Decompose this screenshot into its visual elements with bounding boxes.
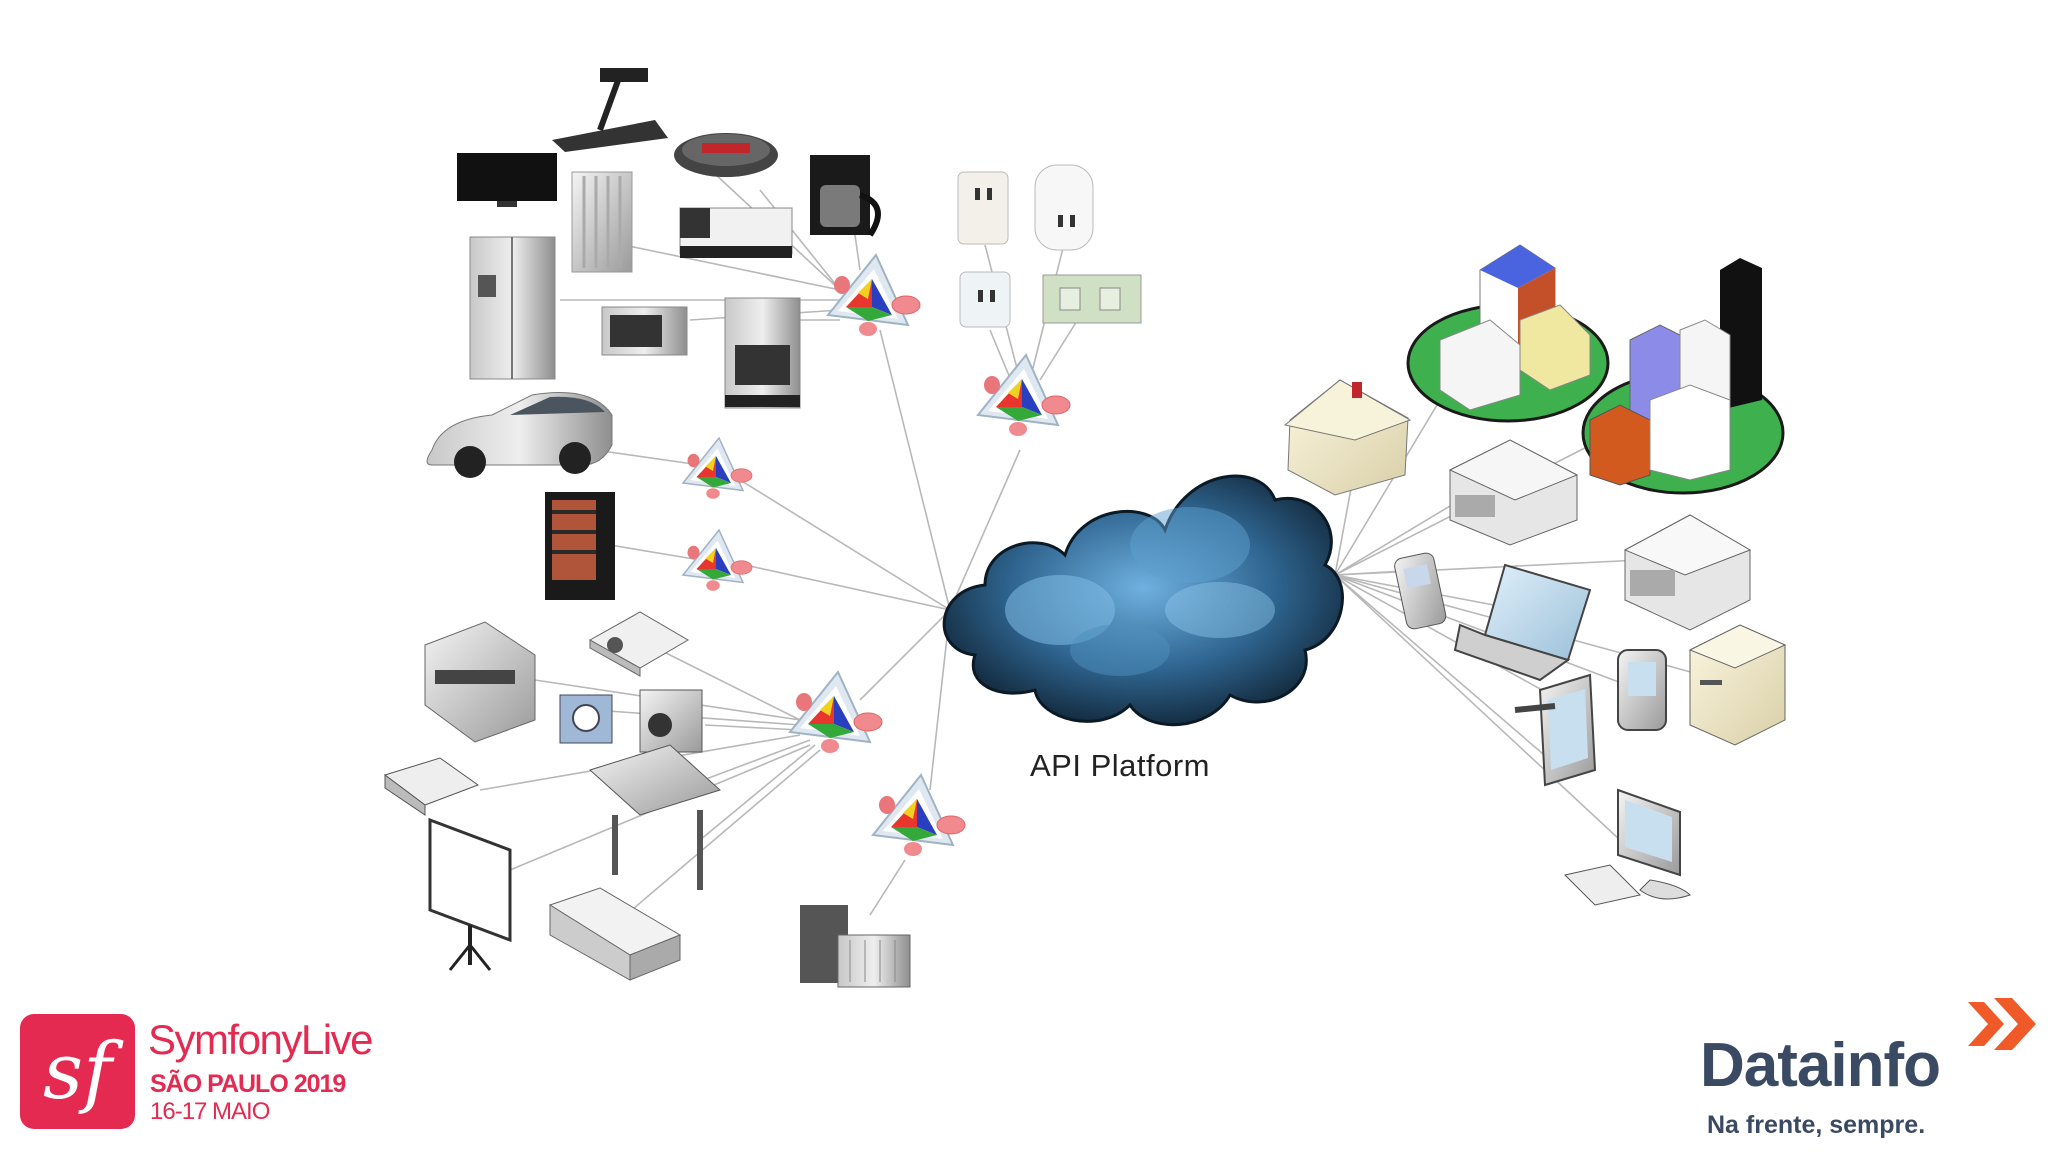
projection-screen-icon bbox=[428, 817, 512, 971]
plotter-icon bbox=[589, 744, 721, 890]
scanner-icon bbox=[383, 757, 480, 816]
refrigerator-icon bbox=[469, 236, 556, 380]
symfony-logo: sf bbox=[20, 1014, 135, 1129]
projector-icon bbox=[588, 611, 689, 677]
microwave-icon bbox=[601, 306, 688, 356]
laptop-icon bbox=[1453, 563, 1592, 682]
gateway-prism-icon bbox=[682, 529, 753, 592]
city-icon bbox=[1406, 244, 1610, 423]
gateway-prism-icon bbox=[827, 254, 921, 337]
car-icon bbox=[426, 392, 613, 478]
symfony-logo-mark: sf bbox=[43, 1026, 112, 1117]
treadmill-icon bbox=[552, 68, 668, 152]
cloud-node bbox=[942, 474, 1344, 727]
coffee-maker-icon bbox=[810, 155, 881, 237]
laser-printer-icon bbox=[424, 621, 536, 743]
company-brand: Datainfo bbox=[1700, 1031, 1941, 1100]
stove-icon bbox=[724, 297, 801, 409]
radiator-icon bbox=[571, 171, 633, 273]
mobile-phone-icon bbox=[1394, 552, 1447, 630]
inkjet-printer-icon bbox=[548, 887, 682, 981]
pc-tower-icon bbox=[1688, 624, 1787, 746]
building-icon bbox=[1623, 514, 1752, 631]
datainfo-chevron-icon bbox=[1968, 998, 2036, 1050]
building-icon bbox=[1448, 439, 1579, 546]
pda-icon bbox=[1617, 649, 1667, 731]
camera-icon bbox=[559, 694, 613, 744]
house-icon bbox=[1283, 379, 1412, 496]
smart-plug-icon bbox=[1034, 164, 1094, 251]
desktop-computer-icon bbox=[1564, 788, 1691, 906]
gateway-prism-icon bbox=[682, 437, 753, 500]
smart-plug-icon bbox=[957, 171, 1009, 245]
gateway-prism-icon bbox=[789, 671, 883, 754]
cloud-label: API Platform bbox=[1030, 748, 1210, 783]
tv-icon bbox=[457, 153, 557, 207]
event-date: 16-17 MAIO bbox=[150, 1098, 270, 1125]
company-tagline: Na frente, sempre. bbox=[1707, 1111, 1926, 1139]
smart-plug-icon bbox=[959, 271, 1011, 328]
vending-machine-icon bbox=[545, 492, 615, 600]
gateway-prism-icon bbox=[872, 774, 966, 857]
city-icon bbox=[1581, 258, 1785, 495]
video-camera-icon bbox=[639, 689, 703, 753]
gateway-prism-icon bbox=[977, 354, 1071, 437]
event-brand: SymfonyLive bbox=[148, 1016, 373, 1063]
tablet-icon bbox=[1514, 673, 1597, 787]
scale-icon bbox=[674, 133, 778, 177]
hvac-unit-icon bbox=[800, 905, 911, 988]
wall-outlet-icon bbox=[1042, 274, 1142, 324]
event-city: SÃO PAULO 2019 bbox=[150, 1070, 346, 1098]
bed-icon bbox=[679, 207, 793, 258]
